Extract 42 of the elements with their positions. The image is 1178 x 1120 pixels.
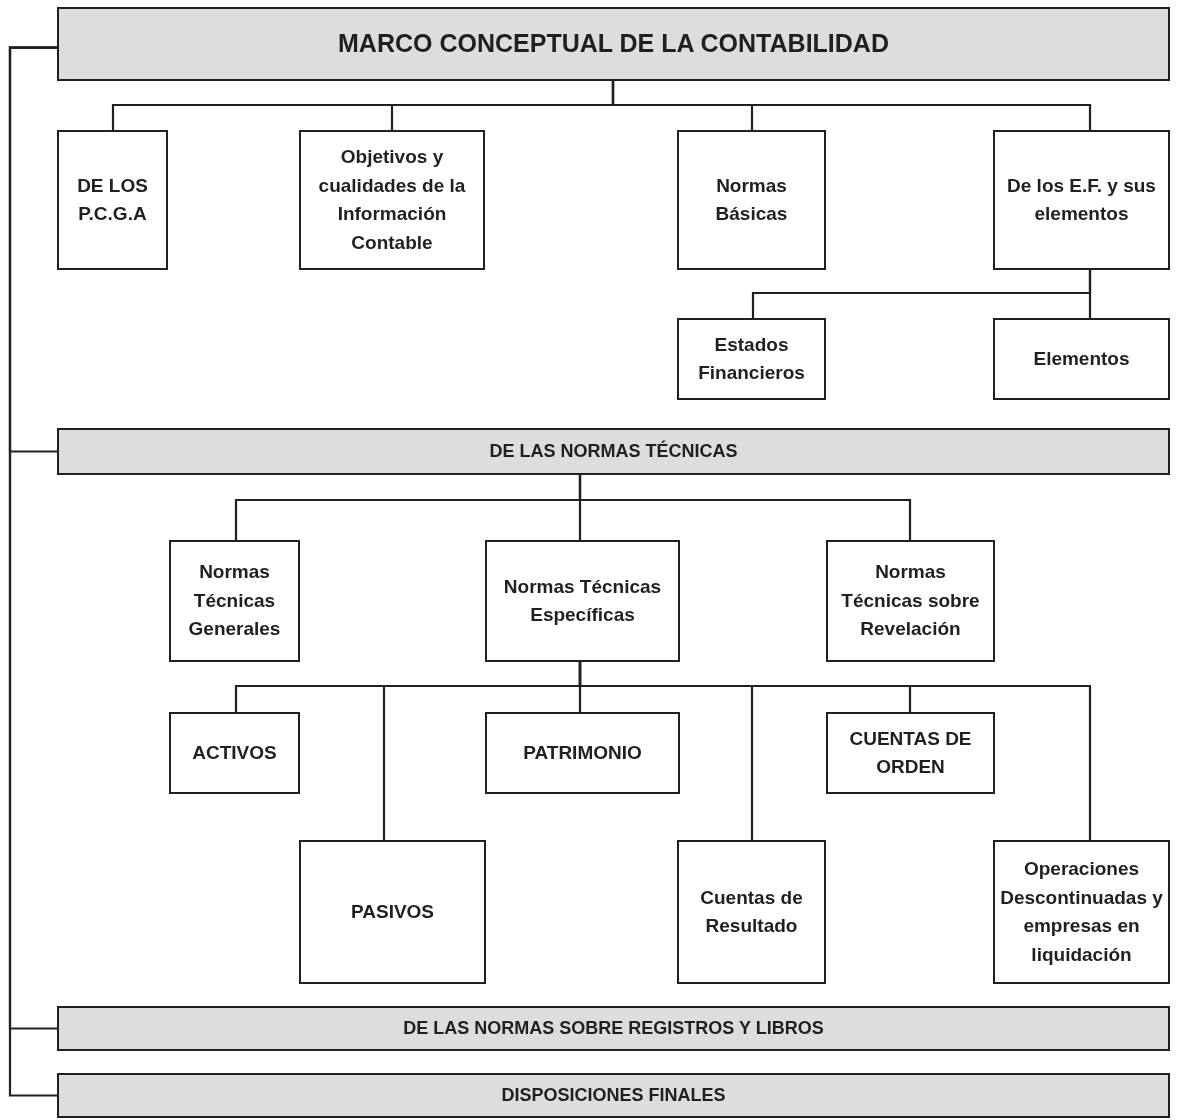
section-title: DE LAS NORMAS TÉCNICAS xyxy=(489,439,738,463)
process-box xyxy=(299,840,486,984)
process-box xyxy=(485,712,680,794)
process-box xyxy=(826,540,995,662)
process-box xyxy=(485,540,680,662)
box-label: Estados Financieros xyxy=(697,332,806,385)
process-box xyxy=(826,712,995,794)
process-box xyxy=(993,130,1170,270)
section-title: MARCO CONCEPTUAL DE LA CONTABILIDAD xyxy=(338,28,889,60)
process-box xyxy=(169,712,300,794)
box-label: PATRIMONIO xyxy=(523,740,642,765)
header-bar xyxy=(57,1006,1170,1051)
connector-line xyxy=(578,475,912,540)
connector-line xyxy=(1088,270,1092,318)
box-label: Elementos xyxy=(1033,346,1130,371)
box-label: Cuentas de Resultado xyxy=(699,885,804,938)
box-label: Normas Básicas xyxy=(714,173,789,226)
process-box xyxy=(993,840,1170,984)
box-label: PASIVOS xyxy=(350,899,435,924)
process-box xyxy=(169,540,300,662)
process-box xyxy=(677,840,826,984)
box-label: Normas Técnicas Generales xyxy=(187,560,282,642)
section-title: DISPOSICIONES FINALES xyxy=(501,1084,726,1107)
box-label: Objetivos y cualidades de la Información Contable xyxy=(317,145,467,255)
section-title: DE LAS NORMAS SOBRE REGISTROS Y LIBROS xyxy=(403,1017,824,1040)
header-bar xyxy=(57,1073,1170,1118)
process-box xyxy=(299,130,485,270)
box-label: Normas Técnicas Específicas xyxy=(502,574,663,627)
header-bar xyxy=(57,7,1170,81)
box-label: ACTIVOS xyxy=(192,740,277,765)
header-bar xyxy=(57,428,1170,475)
connector-line xyxy=(578,662,1092,840)
box-label: De los E.F. y sus elementos xyxy=(1006,173,1157,226)
box-label: CUENTAS DE ORDEN xyxy=(848,726,973,779)
process-box xyxy=(993,318,1170,400)
box-label: Normas Técnicas sobre Revelación xyxy=(840,560,981,642)
box-label: Operaciones Descontinuadas y empresas en liquidación xyxy=(999,857,1164,967)
process-box xyxy=(57,130,168,270)
process-box xyxy=(677,318,826,400)
box-label: DE LOS P.C.G.A xyxy=(76,173,149,226)
connector-line xyxy=(611,81,1092,130)
process-box xyxy=(677,130,826,270)
